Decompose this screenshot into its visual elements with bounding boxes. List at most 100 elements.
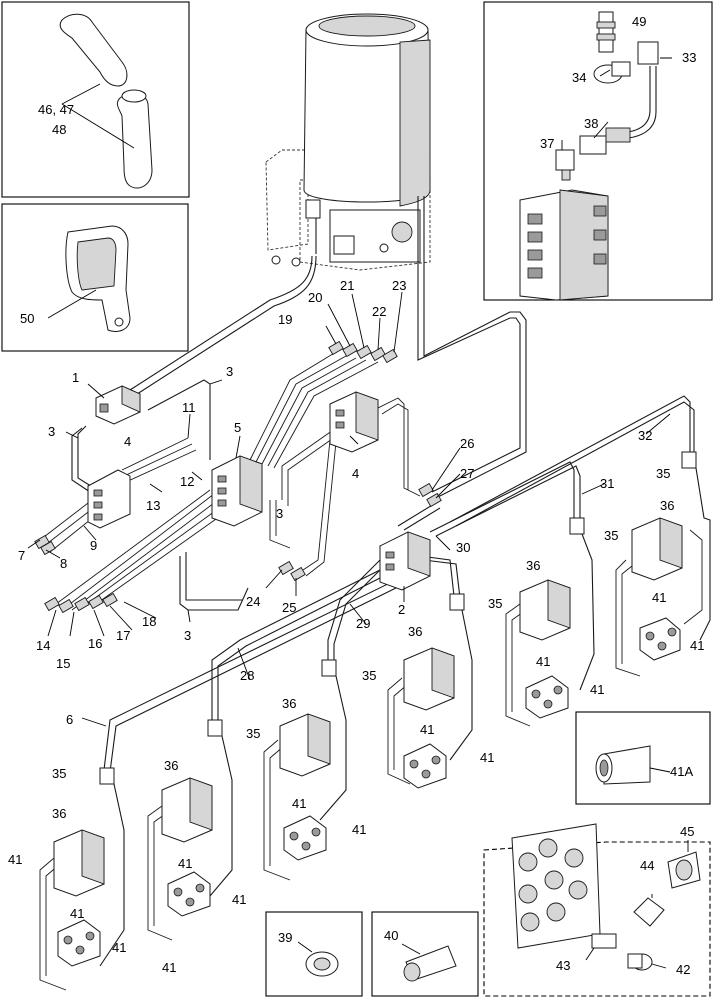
assembly-left-2 [147, 735, 233, 941]
callout-35-e: 35 [246, 726, 260, 741]
assembly-left-1 [39, 783, 125, 991]
inset-plate-box [483, 823, 711, 997]
callout-16: 16 [88, 636, 102, 651]
callout-20: 20 [308, 290, 322, 305]
callout-4-left: 4 [124, 434, 131, 449]
callout-11: 11 [182, 400, 196, 415]
callout-50: 50 [20, 311, 34, 326]
callout-1: 1 [72, 370, 79, 385]
inset-40-box [371, 911, 479, 997]
callout-3-mid: 3 [276, 506, 283, 521]
leader-lines [27, 291, 671, 727]
callout-41-c: 41 [536, 654, 550, 669]
callout-4-centre: 4 [352, 466, 359, 481]
callout-44: 44 [640, 858, 654, 873]
callout-21: 21 [340, 278, 354, 293]
callout-2: 2 [398, 602, 405, 617]
assembly-centre-2 [263, 675, 347, 881]
callout-31: 31 [600, 476, 614, 491]
callout-43: 43 [556, 958, 570, 973]
callout-24: 24 [246, 594, 260, 609]
callout-7: 7 [18, 548, 25, 563]
callout-17: 17 [116, 628, 130, 643]
elbow-fittings-35 [99, 451, 697, 785]
callout-19: 19 [278, 312, 292, 327]
callout-41-d: 41 [590, 682, 604, 697]
callout-35-c: 35 [488, 596, 502, 611]
callout-32: 32 [638, 428, 652, 443]
inset-41a-box [575, 711, 711, 805]
callout-40: 40 [384, 928, 398, 943]
callout-25: 25 [282, 600, 296, 615]
callout-12: 12 [180, 474, 194, 489]
callout-41-l: 41 [70, 906, 84, 921]
callout-41-i: 41 [178, 856, 192, 871]
callout-46-47: 46, 47 [38, 102, 74, 117]
callout-39: 39 [278, 930, 292, 945]
callout-36-f: 36 [52, 806, 66, 821]
divider-block-1 [95, 385, 141, 425]
divider-block-5 [211, 455, 263, 527]
callout-48: 48 [52, 122, 66, 137]
callout-14: 14 [36, 638, 50, 653]
callout-13: 13 [146, 498, 160, 513]
callout-30: 30 [456, 540, 470, 555]
inset-hose-box [1, 1, 190, 198]
callout-35-b: 35 [604, 528, 618, 543]
callout-29: 29 [356, 616, 370, 631]
callout-28: 28 [240, 668, 254, 683]
callout-15: 15 [56, 656, 70, 671]
callout-6: 6 [66, 712, 73, 727]
callout-41-k: 41 [8, 852, 22, 867]
callout-41-g: 41 [292, 796, 306, 811]
assembly-centre-1 [387, 609, 473, 789]
callout-23: 23 [392, 278, 406, 293]
callout-41-m: 41 [112, 940, 126, 955]
callout-45: 45 [680, 824, 694, 839]
callout-36-e: 36 [164, 758, 178, 773]
callout-42: 42 [676, 962, 690, 977]
inset-fittings-box [483, 1, 713, 301]
callout-3-low: 3 [184, 628, 191, 643]
callout-27: 27 [460, 466, 474, 481]
callout-35-d: 35 [362, 668, 376, 683]
callout-26: 26 [460, 436, 474, 451]
divider-block-4-centre [329, 391, 379, 453]
callout-35-a: 35 [656, 466, 670, 481]
callout-37: 37 [540, 136, 554, 151]
callout-41-j: 41 [232, 892, 246, 907]
callout-41-a: 41 [652, 590, 666, 605]
callout-41-b: 41 [690, 638, 704, 653]
inset-39-box [265, 911, 363, 997]
inset-bracket-box [1, 203, 189, 352]
callout-49: 49 [632, 14, 646, 29]
callout-3-left: 3 [48, 424, 55, 439]
callout-41-e: 41 [420, 722, 434, 737]
callout-3-top: 3 [226, 364, 233, 379]
pump-reservoir [265, 13, 431, 271]
callout-18: 18 [142, 614, 156, 629]
assembly-right-2 [505, 533, 595, 727]
callout-labels: 46, 47 48 50 49 33 34 38 37 1 3 3 11 12 … [8, 14, 704, 977]
divider-block-4-left [87, 469, 131, 529]
callout-8: 8 [60, 556, 67, 571]
callout-36-a: 36 [660, 498, 674, 513]
divider-block-2 [379, 531, 431, 591]
callout-41a: 41A [670, 764, 693, 779]
callout-5: 5 [234, 420, 241, 435]
callout-22: 22 [372, 304, 386, 319]
end-fittings [34, 340, 442, 614]
callout-41-n: 41 [162, 960, 176, 975]
callout-36-b: 36 [526, 558, 540, 573]
assembly-right-1 [615, 467, 711, 677]
callout-38: 38 [584, 116, 598, 131]
callout-41-h: 41 [352, 822, 366, 837]
callout-33: 33 [682, 50, 696, 65]
callout-36-c: 36 [408, 624, 422, 639]
callout-34: 34 [572, 70, 586, 85]
callout-9: 9 [90, 538, 97, 553]
callout-36-d: 36 [282, 696, 296, 711]
callout-41-f: 41 [480, 750, 494, 765]
callout-35-f: 35 [52, 766, 66, 781]
